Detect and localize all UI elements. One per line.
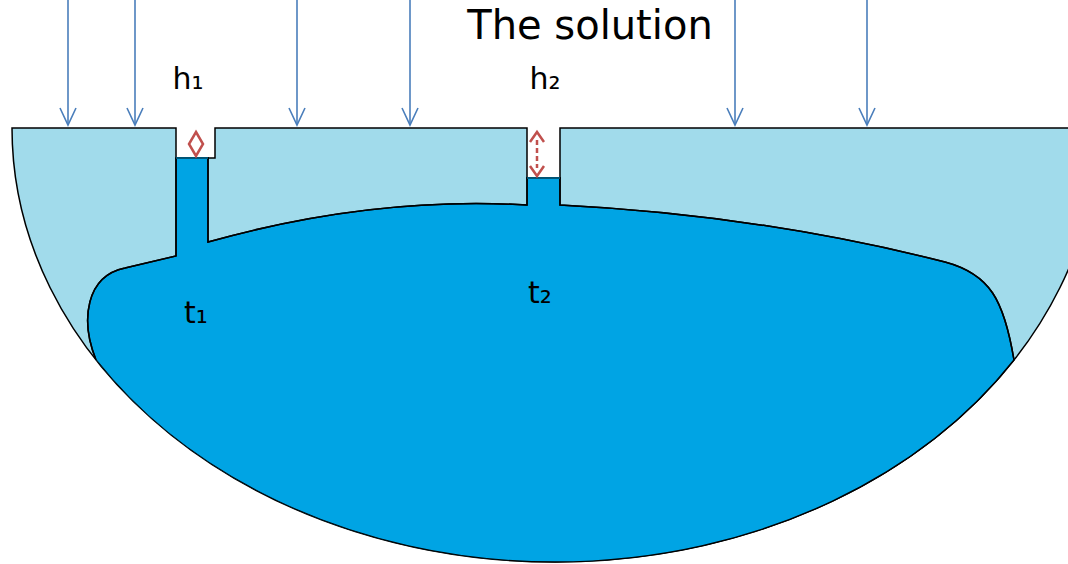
arrow-head <box>60 108 76 125</box>
load-arrow <box>734 0 736 125</box>
head-label: h₂ <box>529 62 560 97</box>
head-line <box>536 140 539 168</box>
well-water-level <box>527 178 560 179</box>
well-water-level <box>176 158 208 159</box>
arrow-head <box>402 108 418 125</box>
arrow-head <box>727 108 743 125</box>
confining-layer <box>12 128 1068 562</box>
load-arrow <box>67 0 69 125</box>
head-marker <box>189 132 203 156</box>
load-arrow <box>866 0 868 125</box>
arrow-head <box>289 108 305 125</box>
head-marker <box>530 132 544 176</box>
diagram-title: The solution <box>467 2 713 48</box>
load-arrows <box>60 0 875 125</box>
load-arrow <box>134 0 136 125</box>
aquifer-outline <box>176 158 1014 360</box>
aquifer-body <box>88 158 1014 562</box>
aquifer-outline <box>88 158 176 360</box>
head-label: h₁ <box>172 62 203 97</box>
load-arrow <box>296 0 298 125</box>
transmissivity-label: t₁ <box>184 296 208 331</box>
arrow-head <box>859 108 875 125</box>
transmissivity-label: t₂ <box>528 276 552 311</box>
arrow-head <box>127 108 143 125</box>
load-arrow <box>409 0 411 125</box>
